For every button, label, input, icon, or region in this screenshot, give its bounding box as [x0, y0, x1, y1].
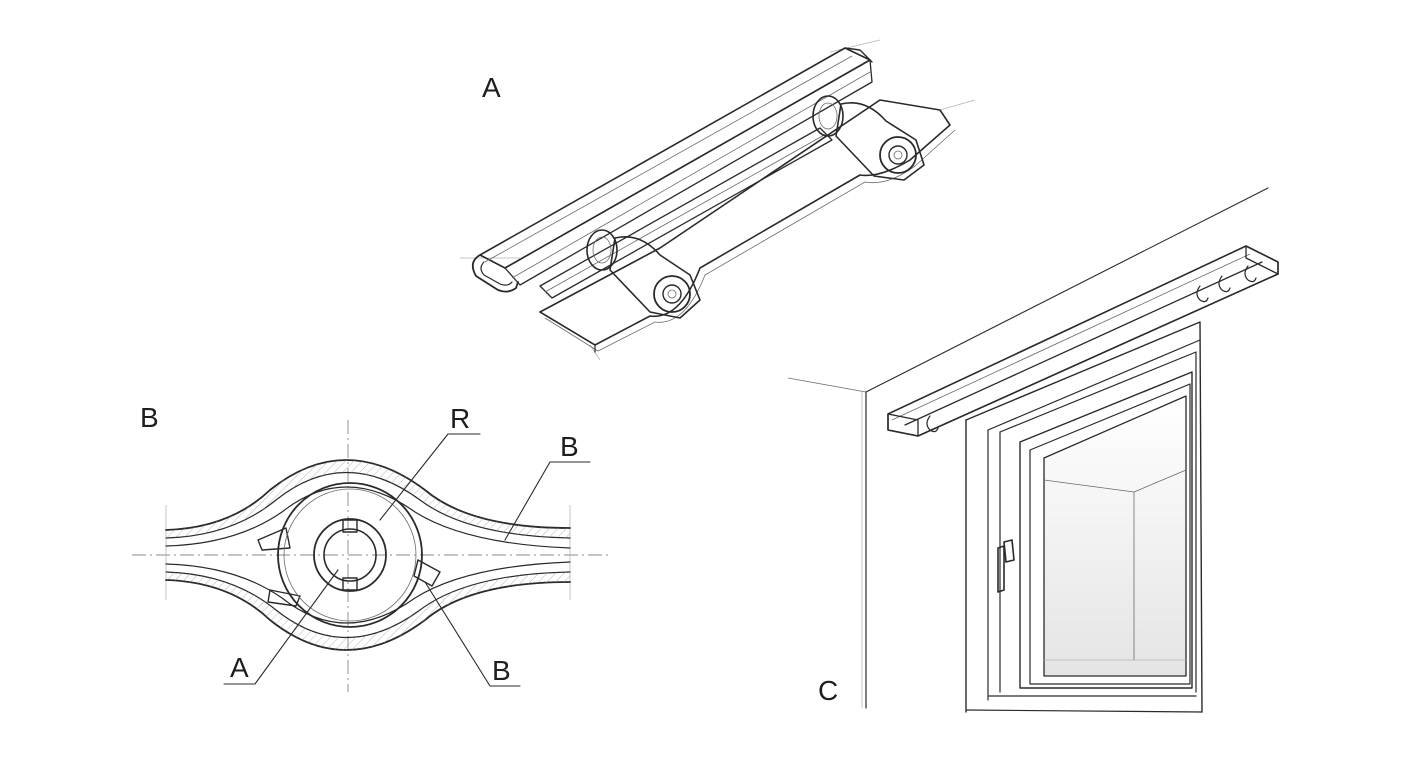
figure-c-label: C: [818, 675, 838, 706]
callout-b-upper: B: [560, 431, 579, 462]
figure-a-hinge-rail: [460, 39, 976, 361]
callout-r: R: [450, 403, 470, 434]
callout-b-lower: B: [492, 655, 511, 686]
figure-b-cross-section: [132, 420, 610, 692]
figure-b-label: B: [140, 402, 159, 433]
figure-c-window-track: [787, 187, 1279, 713]
figure-a-label: A: [482, 72, 501, 103]
callout-a: A: [230, 652, 249, 683]
